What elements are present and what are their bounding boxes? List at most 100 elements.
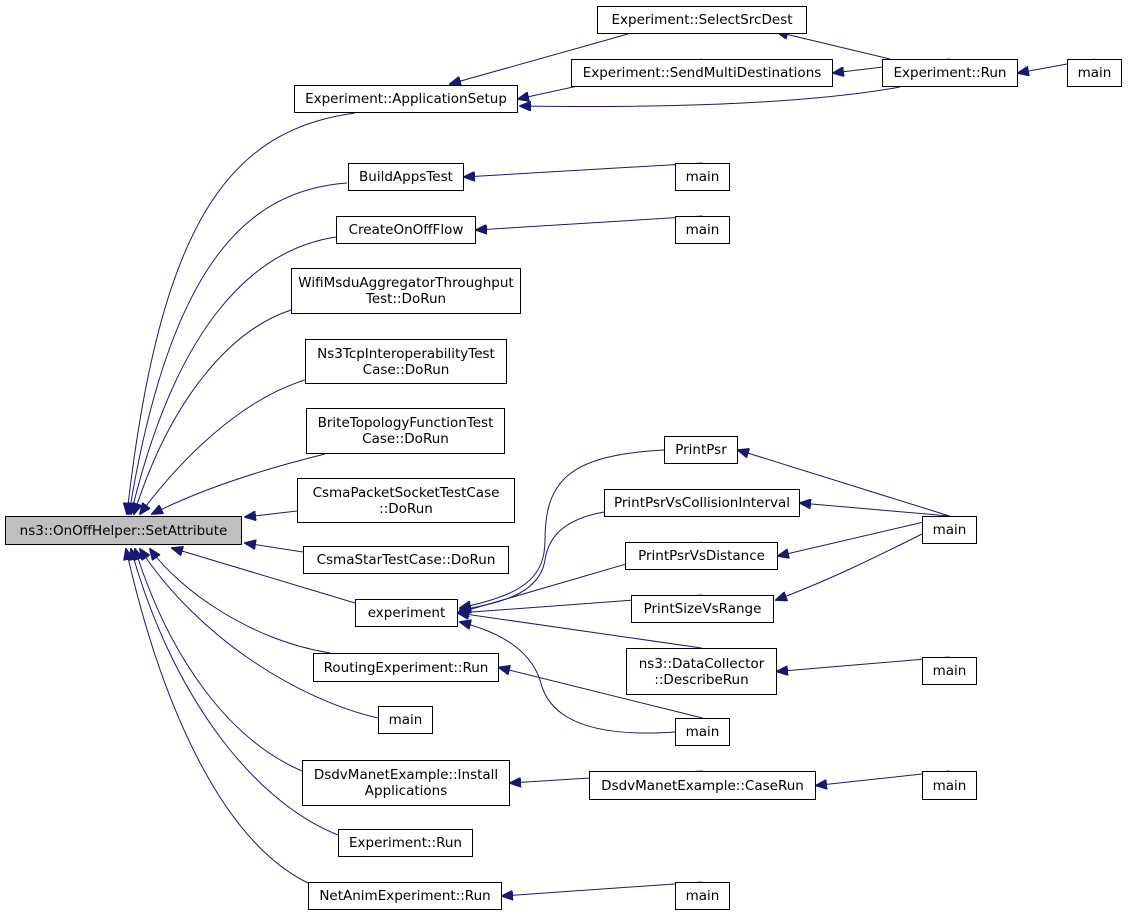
node-printpsr[interactable]: PrintPsr	[664, 436, 738, 464]
node-selectsrc[interactable]: Experiment::SelectSrcDest	[597, 6, 807, 34]
node-label: DsdvManetExample::Install	[313, 767, 499, 783]
edge-main_dc-to-datacollector	[777, 656, 950, 672]
node-label: main	[685, 222, 720, 238]
node-label: PrintPsrVsCollisionInterval	[613, 495, 791, 511]
edge-experiment-to-root	[172, 548, 356, 604]
node-main_netanim[interactable]: main	[675, 882, 730, 910]
node-label: Ns3TcpInteroperabilityTest	[317, 345, 495, 362]
edge-createonoff-to-root	[131, 236, 337, 514]
edge-csmastar-to-root	[245, 543, 304, 553]
node-experiment[interactable]: experiment	[355, 599, 458, 627]
edge-main_direct-to-root	[140, 549, 379, 719]
edge-netanim-to-root	[126, 549, 309, 884]
node-main_dsdv[interactable]: main	[922, 771, 977, 800]
node-label: main	[685, 888, 720, 904]
node-label: Case::DoRun	[362, 431, 449, 447]
node-exprun1[interactable]: Experiment::Run	[882, 59, 1018, 87]
edge-printpsr-to-experiment	[460, 449, 665, 608]
edge-main_build-to-buildapps	[464, 162, 703, 177]
node-csmastar[interactable]: CsmaStarTestCase::DoRun	[303, 546, 509, 574]
node-label: CsmaStarTestCase::DoRun	[316, 552, 496, 568]
node-routingexp[interactable]: RoutingExperiment::Run	[313, 653, 499, 682]
node-main_create[interactable]: main	[675, 216, 730, 244]
edge-appsetup-to-root	[127, 112, 356, 514]
node-appsetup[interactable]: Experiment::ApplicationSetup	[294, 85, 518, 113]
node-label: main	[932, 522, 967, 538]
node-printsize[interactable]: PrintSizeVsRange	[631, 595, 774, 623]
node-exprun2[interactable]: Experiment::Run	[338, 829, 473, 857]
node-label: CsmaPacketSocketTestCase	[312, 484, 500, 501]
node-label: experiment	[367, 605, 446, 621]
edge-routingexp-to-root	[150, 549, 331, 654]
edge-main_create-to-createonoff	[476, 215, 703, 230]
edge-brite-to-root	[152, 453, 326, 514]
node-label: main	[685, 169, 720, 185]
node-main_direct[interactable]: main	[378, 706, 433, 734]
node-label: main	[1077, 65, 1112, 81]
node-csmapacket[interactable]: CsmaPacketSocketTestCase::DoRun	[297, 478, 515, 523]
node-datacollector[interactable]: ns3::DataCollector::DescribeRun	[626, 648, 777, 695]
node-label: ns3::DataCollector	[638, 655, 765, 672]
node-label: Test::DoRun	[365, 291, 447, 307]
node-root[interactable]: ns3::OnOffHelper::SetAttribute	[5, 516, 242, 545]
edge-main_psr-to-printpsrcoll	[800, 503, 950, 517]
edge-exprun1-to-appsetup	[520, 86, 901, 107]
edge-main_routing-to-routingexp	[499, 668, 703, 719]
node-label: ns3::OnOffHelper::SetAttribute	[19, 522, 228, 539]
edge-exprun1-to-selectsrc	[777, 32, 891, 60]
node-label: NetAnimExperiment::Run	[319, 888, 491, 904]
edge-main_routing-to-experiment	[460, 622, 676, 734]
edge-buildapps-to-root	[129, 182, 348, 514]
edge-exprun2-to-root	[131, 549, 339, 836]
node-label: Case::DoRun	[362, 361, 450, 378]
node-label: Experiment::SelectSrcDest	[611, 12, 793, 28]
node-label: Experiment::Run	[893, 65, 1007, 81]
node-label: BuildAppsTest	[359, 169, 453, 185]
node-label: main	[388, 712, 423, 728]
node-main_routing[interactable]: main	[675, 718, 730, 746]
node-label: ::DescribeRun	[654, 671, 749, 688]
node-sendmulti[interactable]: Experiment::SendMultiDestinations	[571, 59, 833, 87]
node-label: DsdvManetExample::CaseRun	[601, 777, 804, 794]
node-printpsrdist[interactable]: PrintPsrVsDistance	[625, 542, 778, 570]
edge-csmapacket-to-root	[245, 510, 298, 517]
node-dsdvcaserun[interactable]: DsdvManetExample::CaseRun	[589, 771, 816, 800]
edge-main_psr-to-printpsr	[738, 450, 950, 517]
node-label: PrintSizeVsRange	[643, 601, 762, 617]
node-label: ::DoRun	[379, 500, 433, 517]
node-label: Experiment::SendMultiDestinations	[582, 65, 822, 81]
node-label: BriteTopologyFunctionTest	[317, 415, 494, 431]
edge-main_psr-to-printsize	[776, 533, 923, 600]
node-label: main	[932, 663, 967, 679]
edge-main_psr-to-printpsrdist	[778, 515, 950, 556]
node-label: main	[685, 724, 720, 740]
edge-main_netanim-to-netanim	[502, 881, 703, 896]
node-main_top[interactable]: main	[1067, 59, 1122, 87]
edge-datacollector-to-experiment	[458, 613, 702, 649]
node-label: CreateOnOffFlow	[348, 222, 464, 238]
node-main_build[interactable]: main	[675, 163, 730, 191]
node-label: PrintPsr	[675, 442, 727, 458]
edge-wifimsdu-to-root	[134, 309, 292, 514]
node-printpsrcoll[interactable]: PrintPsrVsCollisionInterval	[604, 489, 800, 517]
node-buildapps[interactable]: BuildAppsTest	[348, 163, 464, 191]
edge-dsdvinstall-to-root	[135, 549, 303, 772]
node-label: WifiMsduAggregatorThroughput	[298, 275, 514, 291]
node-label: main	[932, 777, 967, 794]
node-label: Applications	[364, 783, 448, 799]
node-label: Experiment::Run	[349, 835, 462, 851]
node-main_psr[interactable]: main	[922, 516, 977, 544]
edge-ns3tcp-to-root	[140, 379, 306, 514]
node-createonoff[interactable]: CreateOnOffFlow	[336, 216, 476, 244]
node-label: Experiment::ApplicationSetup	[305, 91, 507, 107]
node-netanim[interactable]: NetAnimExperiment::Run	[308, 882, 502, 910]
node-main_dc[interactable]: main	[922, 657, 977, 685]
node-label: PrintPsrVsDistance	[638, 548, 765, 564]
edge-selectsrc-to-appsetup	[450, 33, 629, 84]
